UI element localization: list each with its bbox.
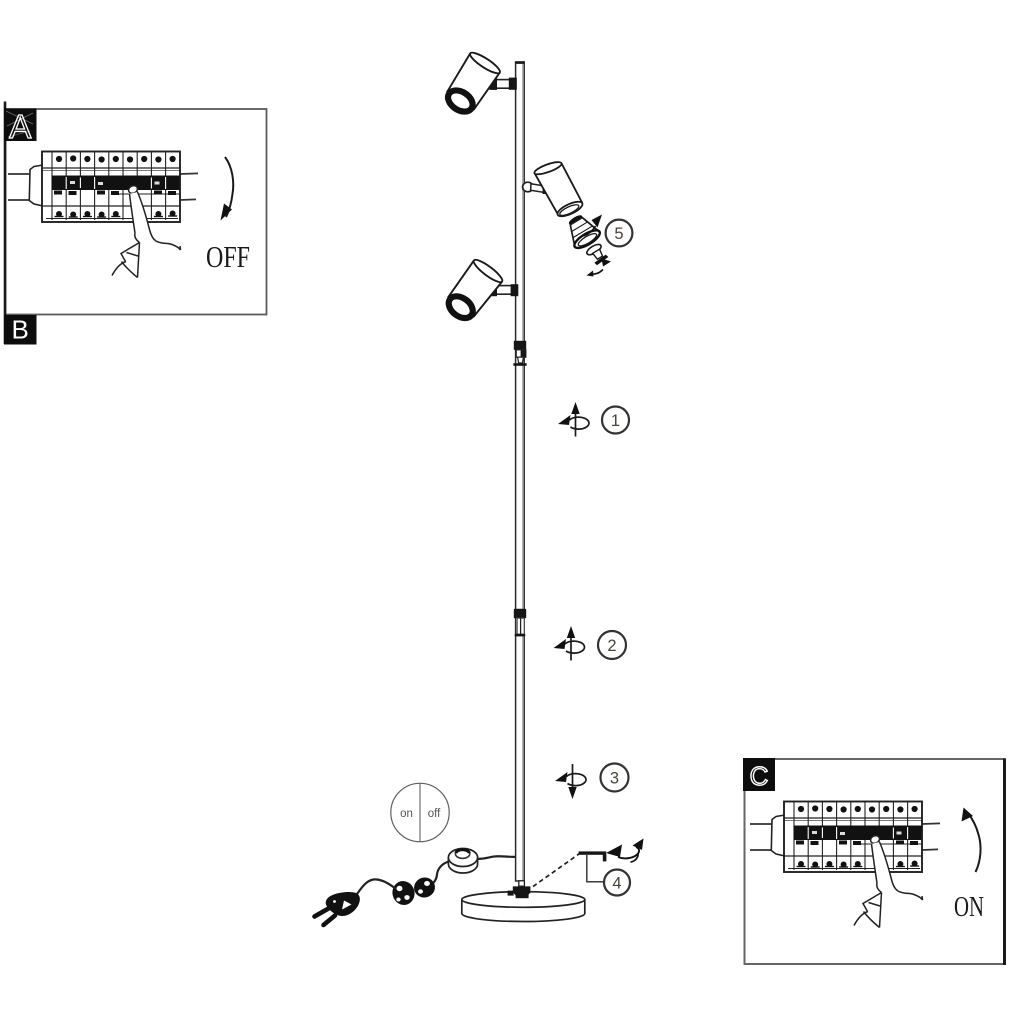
svg-text:2: 2 (607, 637, 616, 655)
svg-text:A: A (9, 108, 31, 145)
svg-text:3: 3 (610, 770, 619, 788)
svg-text:B: B (12, 315, 29, 345)
svg-text:OFF: OFF (206, 239, 250, 274)
svg-text:C: C (750, 761, 769, 791)
svg-text:on: on (400, 808, 413, 820)
svg-text:4: 4 (612, 875, 621, 893)
svg-text:1: 1 (611, 412, 620, 430)
svg-text:5: 5 (614, 225, 623, 243)
svg-text:off: off (428, 808, 441, 820)
svg-text:ON: ON (954, 891, 984, 923)
